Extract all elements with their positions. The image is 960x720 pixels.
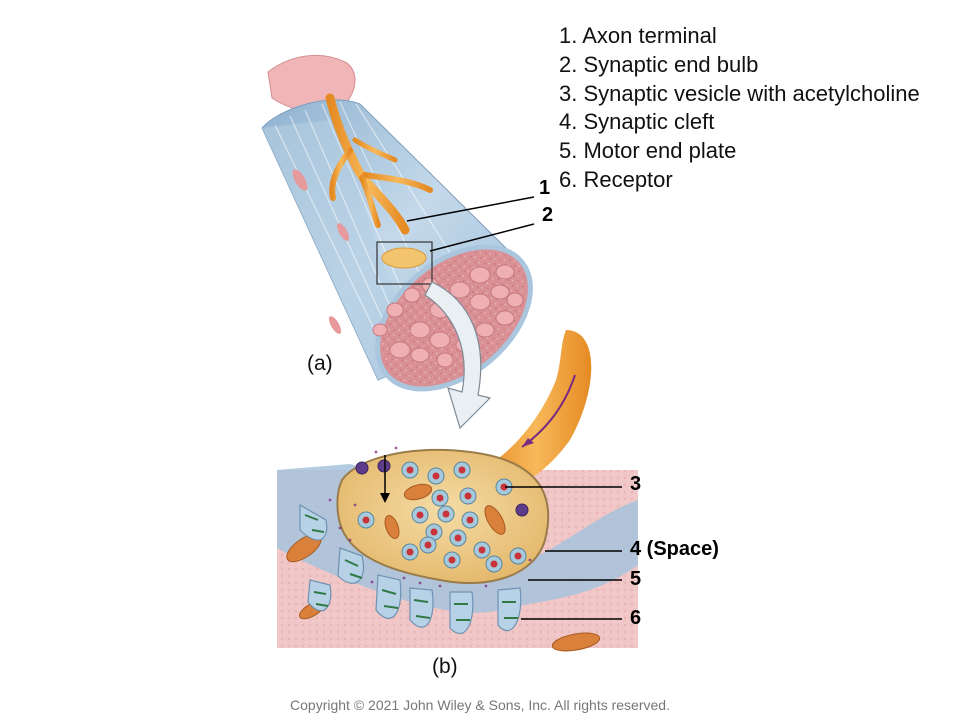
- acetylcholine-receptors: [304, 514, 518, 621]
- panel-label-b: (b): [432, 655, 458, 678]
- legend-item-4: 4. Synaptic cleft: [559, 109, 715, 135]
- synaptic-vesicles: [357, 461, 527, 573]
- panel-label-a: (a): [307, 352, 333, 375]
- copyright-notice: Copyright © 2021 John Wiley & Sons, Inc.…: [290, 697, 670, 713]
- legend: 1. Axon terminal 2. Synaptic end bulb 3.…: [559, 22, 920, 195]
- callout-label-5: 5: [630, 568, 642, 590]
- junction-panel-b: [277, 330, 638, 652]
- callout-label-6: 6: [630, 607, 642, 629]
- callout-label-2: 2: [542, 204, 554, 226]
- zoom-arrow: [424, 281, 492, 430]
- legend-item-3: 3. Synaptic vesicle with acetylcholine: [559, 80, 920, 106]
- muscle-fiber-panel-a: [261, 54, 535, 430]
- callout-label-1: 1: [539, 177, 551, 199]
- legend-item-1: 1. Axon terminal: [559, 23, 717, 48]
- legend-item-5: 5. Motor end plate: [559, 138, 737, 164]
- callout-line-1: [406, 196, 535, 222]
- calcium-channels: [355, 459, 529, 517]
- callout-line-2: [429, 223, 535, 252]
- junctional-folds: [299, 503, 522, 635]
- callout-label-3: 3: [630, 473, 642, 495]
- callout-label-4: 4 (Space): [630, 538, 719, 560]
- legend-item-2: 2. Synaptic end bulb: [559, 51, 759, 77]
- legend-item-6: 6. Receptor: [559, 166, 673, 192]
